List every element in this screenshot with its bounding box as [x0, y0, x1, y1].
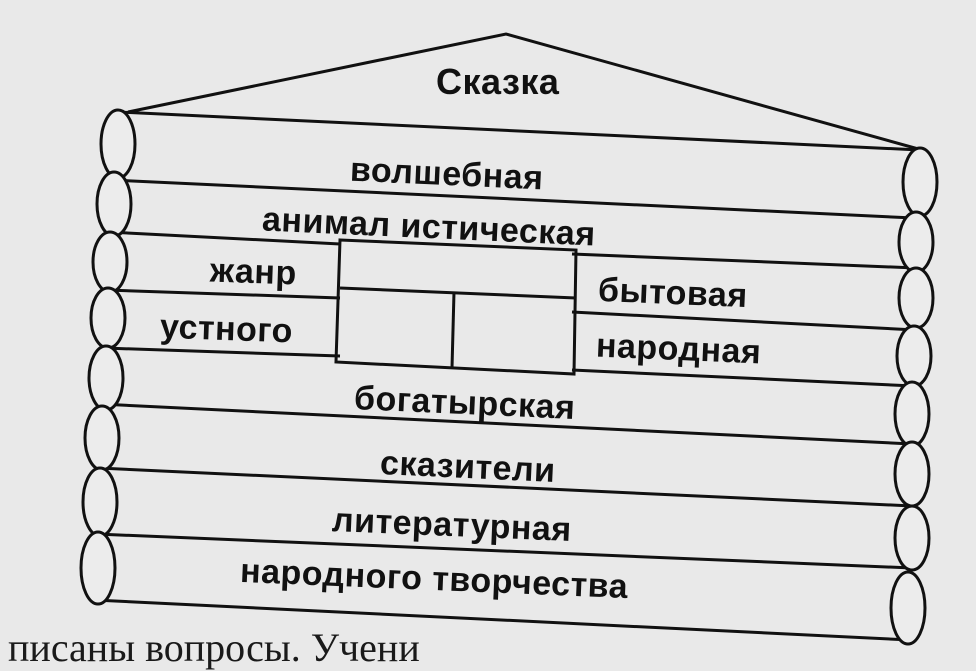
window-left-label-ustnogo: устного	[159, 307, 294, 351]
window-right-label-bytovaya: бытовая	[597, 270, 749, 316]
log-label-literaturnaya: литературная	[331, 500, 573, 550]
log-label-skaziteli: сказители	[379, 444, 557, 490]
log-house-drawing	[79, 32, 939, 646]
window-left-label-zhanr: жанр	[209, 251, 298, 293]
roof-outline	[127, 32, 923, 152]
log-label-volshebnaya: волшебная	[349, 150, 545, 198]
right-log-ends	[889, 146, 939, 646]
window-frame	[334, 238, 578, 376]
log-house-diagram: Сказка волшебная анимал истическая жанр …	[8, 32, 939, 670]
log-label-bogatyrskaya: богатырская	[353, 378, 577, 428]
left-log-ends	[79, 108, 137, 606]
bottom-caption-text: писаны вопросы. Учени	[8, 625, 420, 670]
window-right-label-narodnaya: народная	[595, 326, 763, 372]
log-lines	[93, 110, 921, 642]
roof-title: Сказка	[436, 61, 560, 102]
